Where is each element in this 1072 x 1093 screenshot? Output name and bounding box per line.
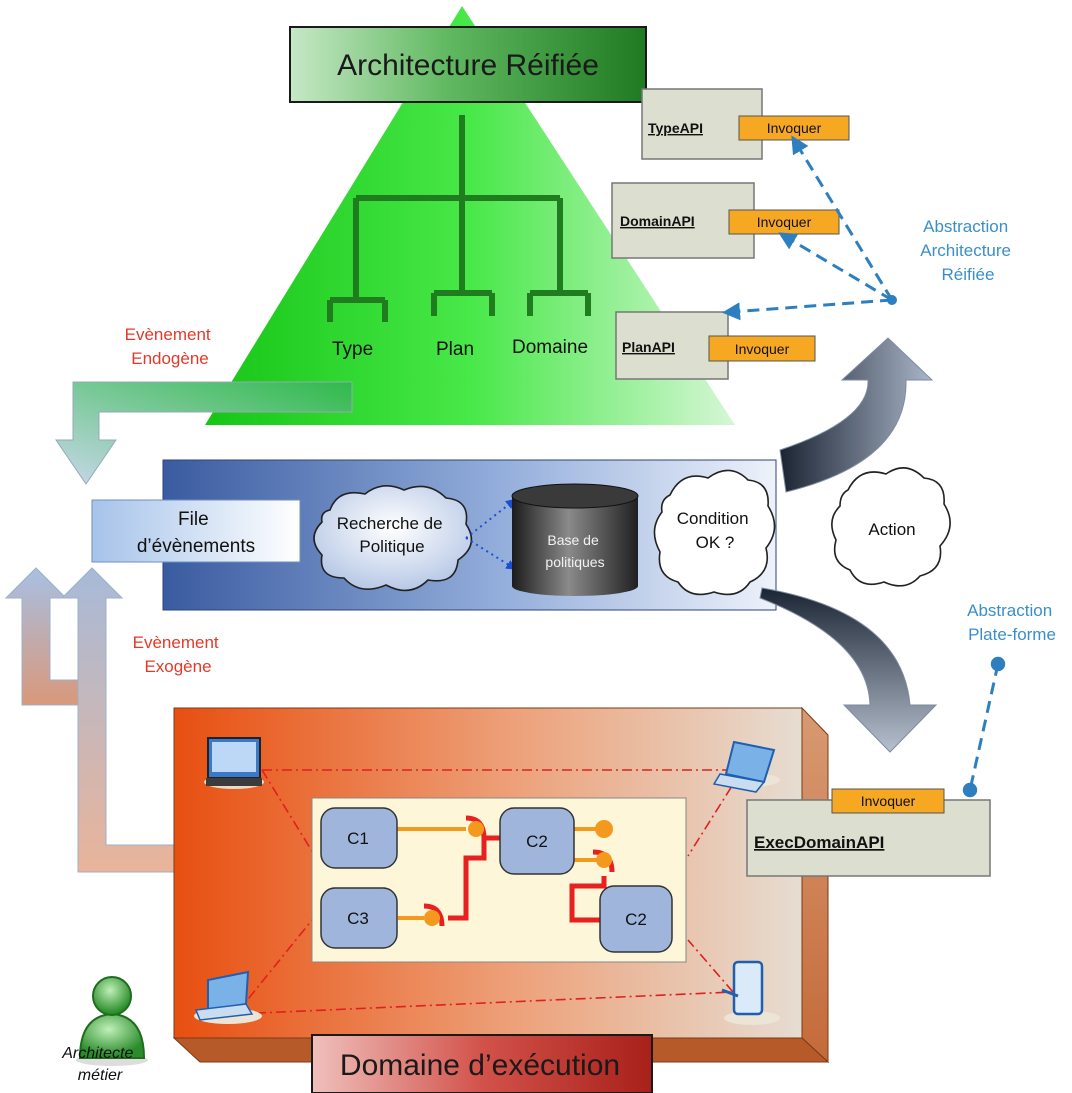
event-exogene-line-2: Exogène: [144, 657, 211, 676]
component-c1-label: C1: [347, 829, 369, 848]
arrow-to-abstraction: [779, 337, 934, 493]
actor-label: Architecte métier: [61, 1045, 138, 1084]
invoquer-domain-label: Invoquer: [757, 214, 812, 230]
event-endogene-label: Evènement Endogène: [125, 325, 216, 368]
event-queue-line-2: d’évènements: [137, 536, 255, 557]
event-queue: File d’évènements: [91, 499, 301, 563]
arrow-to-exec-domain: [759, 587, 938, 753]
actor-line-1: Architecte: [61, 1045, 133, 1062]
abstraction-arch-line-3: Réifiée: [942, 265, 995, 284]
event-endogene-line-1: Evènement: [125, 325, 211, 344]
architecture-tree: [327, 115, 591, 322]
abstraction-platform-line-1: Abstraction: [967, 601, 1052, 620]
bottom-title: Domaine d’exécution: [340, 1049, 620, 1082]
component-port: [595, 820, 613, 838]
invoquer-exec-button[interactable]: Invoquer: [831, 788, 945, 814]
component-c2-bottom-label: C2: [625, 910, 647, 929]
abstraction-platform-line-2: Plate-forme: [968, 625, 1056, 644]
abstraction-arch-connectors: [722, 135, 894, 321]
api-domain: DomainAPI Invoquer: [611, 182, 840, 259]
event-exogene-label: Evènement Exogène: [133, 633, 224, 676]
component-c3[interactable]: C3: [320, 887, 398, 949]
api-exec-domain: ExecDomainAPI Invoquer: [746, 788, 991, 877]
condition-label: Condition OK ?: [677, 509, 754, 552]
architect-person-icon: [76, 976, 148, 1066]
invoquer-type-button[interactable]: Invoquer: [738, 115, 850, 141]
event-exogene-line-1: Evènement: [133, 633, 219, 652]
api-domain-name: DomainAPI: [620, 213, 695, 229]
api-plan: PlanAPI Invoquer: [615, 311, 816, 380]
component-c2-bottom[interactable]: C2: [599, 885, 673, 953]
tree-leaf-domaine: Domaine: [512, 337, 588, 358]
policy-search-line-1: Recherche de: [337, 514, 443, 533]
component-c1[interactable]: C1: [320, 807, 398, 869]
top-title: Architecture Réifiée: [337, 49, 599, 82]
laptop-icon: [712, 740, 780, 793]
invoquer-type-label: Invoquer: [767, 120, 822, 136]
abstraction-platform-connector: [962, 656, 1006, 798]
abstraction-arch-line-2: Architecture: [920, 241, 1011, 260]
condition-line-2: OK ?: [696, 533, 735, 552]
event-endogene-arrow: [55, 381, 353, 485]
policy-database-label: Base de politiques: [545, 532, 604, 570]
api-plan-name: PlanAPI: [622, 339, 675, 355]
component-c2-top-label: C2: [526, 832, 548, 851]
invoquer-exec-label: Invoquer: [861, 793, 916, 809]
laptop-icon: [194, 970, 262, 1024]
event-endogene-line-2: Endogène: [131, 349, 209, 368]
invoquer-plan-button[interactable]: Invoquer: [708, 335, 816, 362]
bottom-title-box: Domaine d’exécution: [311, 1034, 653, 1093]
tree-leaf-type: Type: [332, 339, 373, 360]
policy-search-line-2: Politique: [359, 537, 424, 556]
top-title-box: Architecture Réifiée: [289, 26, 647, 103]
abstraction-arch-label: Abstraction Architecture Réifiée: [920, 217, 1015, 284]
event-queue-line-1: File: [178, 509, 209, 530]
policy-database-line-1: Base de: [547, 532, 599, 548]
api-type: TypeAPI Invoquer: [641, 88, 850, 160]
network-links: [235, 769, 743, 1015]
component-c3-label: C3: [347, 909, 369, 928]
api-exec-domain-name: ExecDomainAPI: [754, 833, 884, 852]
policy-database: Base de politiques: [511, 483, 639, 596]
policy-database-line-2: politiques: [545, 554, 604, 570]
tree-leaf-plan: Plan: [436, 339, 474, 360]
invoquer-domain-button[interactable]: Invoquer: [728, 209, 840, 235]
actor-line-2: métier: [78, 1067, 123, 1084]
abstraction-arch-point: [887, 295, 897, 305]
event-exogene-arrows: [4, 567, 209, 873]
api-type-name: TypeAPI: [648, 120, 703, 136]
abstraction-platform-label: Abstraction Plate-forme: [967, 601, 1057, 644]
component-port: [468, 821, 484, 837]
event-queue-label: File d’évènements: [137, 509, 255, 557]
action-label: Action: [868, 520, 915, 539]
pyramid: [205, 6, 735, 425]
policy-search-label: Recherche de Politique: [337, 514, 448, 556]
condition-cloud: Condition OK ?: [653, 469, 776, 596]
condition-line-1: Condition: [677, 509, 749, 528]
component-port: [424, 910, 440, 926]
policy-links: [465, 498, 517, 570]
component-port: [596, 852, 612, 868]
invoquer-plan-label: Invoquer: [735, 341, 790, 357]
action-cloud: Action: [831, 467, 951, 587]
policy-search-cloud: Recherche de Politique: [313, 485, 473, 592]
tablet-icon: [721, 960, 780, 1025]
component-c2-top[interactable]: C2: [499, 807, 575, 875]
desktop-computer-icon: [204, 737, 264, 789]
abstraction-arch-line-1: Abstraction: [923, 217, 1008, 236]
